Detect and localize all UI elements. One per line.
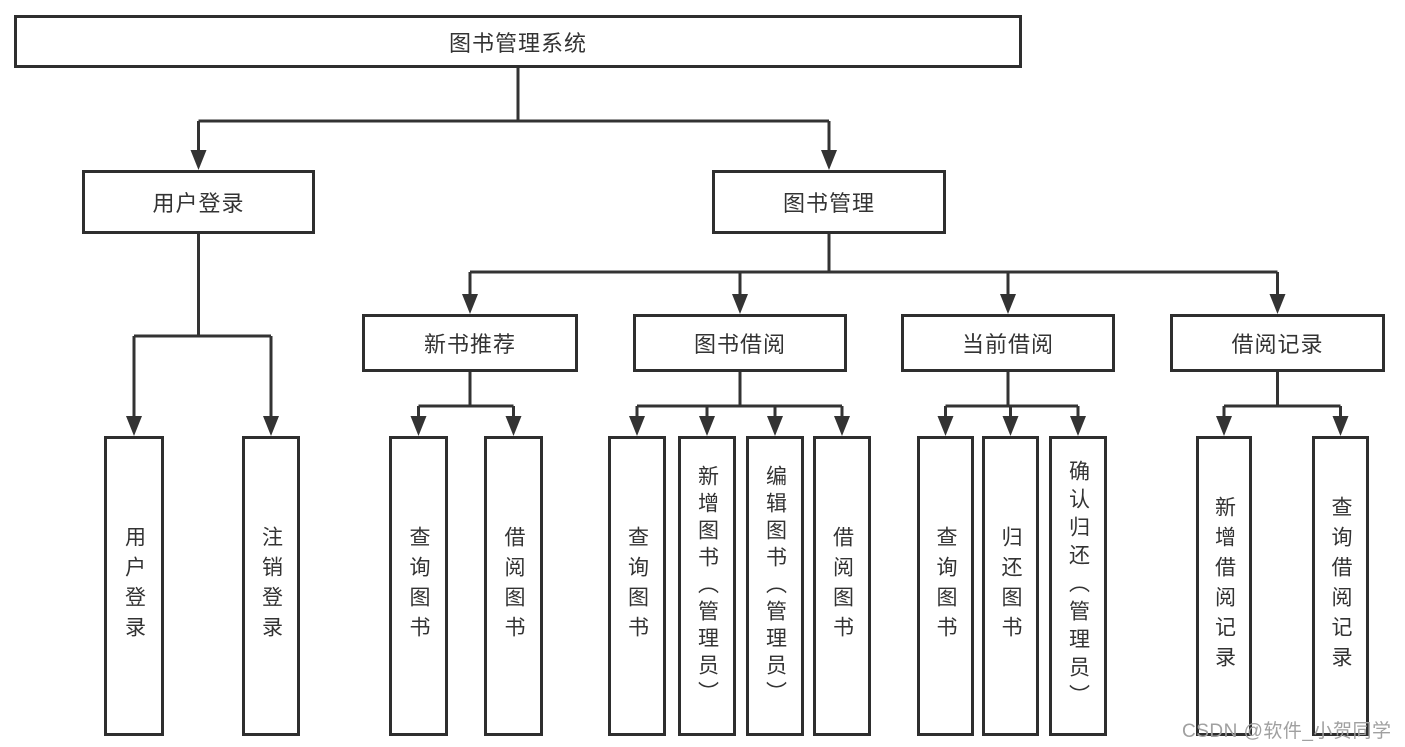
leaf-label: 注销登录	[259, 526, 283, 646]
leaf-add-books-admin: 新增图书（管理员）	[678, 436, 736, 736]
leaf-label: 借阅图书	[502, 526, 525, 646]
leaf-confirm-return-admin: 确认归还（管理员）	[1049, 436, 1107, 736]
leaf-borrow-books-recommend: 借阅图书	[484, 436, 543, 736]
node-book-borrowing: 图书借阅	[633, 314, 847, 372]
leaf-label: 查询借阅记录	[1329, 496, 1352, 676]
node-current-borrowing: 当前借阅	[901, 314, 1115, 372]
leaf-label: 查询图书	[934, 526, 957, 646]
leaf-label: 借阅图书	[830, 526, 854, 646]
node-library-management-system: 图书管理系统	[14, 15, 1022, 68]
leaf-edit-books-admin: 编辑图书（管理员）	[746, 436, 804, 736]
node-book-management: 图书管理	[712, 170, 946, 234]
leaf-borrow-books: 借阅图书	[813, 436, 871, 736]
leaf-query-books-recommend: 查询图书	[389, 436, 448, 736]
leaf-label: 查询图书	[625, 526, 649, 646]
watermark: CSDN @软件_小贺同学	[1182, 721, 1392, 742]
leaf-label: 新增借阅记录	[1212, 496, 1236, 676]
leaf-label: 用户登录	[122, 526, 146, 646]
leaf-return-books: 归还图书	[982, 436, 1039, 736]
leaf-query-books-current: 查询图书	[917, 436, 974, 736]
node-borrowing-records: 借阅记录	[1170, 314, 1385, 372]
leaf-label: 确认归还（管理员）	[1066, 460, 1090, 712]
leaf-add-borrow-record: 新增借阅记录	[1196, 436, 1252, 736]
leaf-label: 编辑图书（管理员）	[763, 464, 787, 708]
leaf-user-login: 用户登录	[104, 436, 164, 736]
arrowhead-icons	[126, 150, 1349, 436]
leaf-label: 查询图书	[407, 526, 430, 646]
leaf-logout: 注销登录	[242, 436, 300, 736]
node-new-book-recommend: 新书推荐	[362, 314, 578, 372]
leaf-query-books-borrowing: 查询图书	[608, 436, 666, 736]
node-user-login: 用户登录	[82, 170, 315, 234]
leaf-label: 归还图书	[999, 526, 1022, 646]
leaf-query-borrow-record: 查询借阅记录	[1312, 436, 1369, 736]
leaf-label: 新增图书（管理员）	[695, 464, 719, 708]
